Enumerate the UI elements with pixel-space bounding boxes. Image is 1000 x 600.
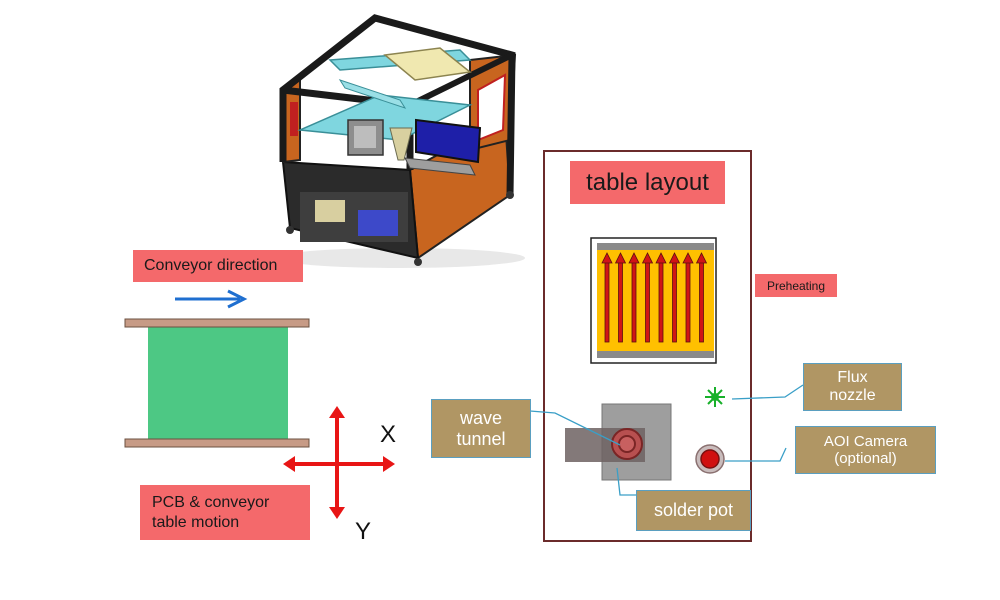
leader-lines <box>529 384 804 496</box>
aoi-line1: AOI Camera <box>823 432 908 450</box>
xy-axes <box>283 406 395 519</box>
wave-line1: wave <box>459 407 503 428</box>
flux-line2: nozzle <box>829 387 876 404</box>
preheater <box>590 237 717 364</box>
heater-arrow-shaft <box>618 261 623 343</box>
heater-arrow-head <box>641 252 654 264</box>
solder-pot-text: solder pot <box>653 500 734 521</box>
aoi-camera-icon <box>695 444 725 474</box>
table-layout-title: table layout <box>570 161 725 204</box>
conveyor-direction-label: Conveyor direction <box>133 250 303 282</box>
pcb-conveyor <box>124 318 310 448</box>
heater-arrow-shaft <box>604 261 610 343</box>
flux-line1: Flux <box>837 368 868 386</box>
heater-arrow-head <box>668 252 681 264</box>
conveyor-rail-top <box>124 318 310 328</box>
preheating-label: Preheating <box>755 274 837 297</box>
heater-arrow-shaft <box>658 261 664 343</box>
heater-arrow-head <box>601 252 613 264</box>
machine-illustration <box>275 14 525 268</box>
wave-tunnel-label: wave tunnel <box>431 399 531 458</box>
wave-line2: tunnel <box>456 428 506 449</box>
table-layout-text: table layout <box>586 168 709 196</box>
solder-pot-label: solder pot <box>636 490 751 531</box>
heater-arrow-shaft <box>672 261 677 343</box>
heater-arrow-shaft <box>631 261 637 343</box>
pcb-motion-label: PCB & conveyor table motion <box>140 485 310 540</box>
heater-arrow-head <box>695 252 708 264</box>
heater-arrow-head <box>655 252 667 264</box>
heater-arrow-head <box>614 252 627 264</box>
flux-icon <box>705 387 725 407</box>
conveyor-rail-bottom <box>124 438 310 448</box>
aoi-camera-label: AOI Camera (optional) <box>795 426 936 474</box>
conveyor-direction-text: Conveyor direction <box>144 257 278 274</box>
axis-x-label: X <box>380 421 397 448</box>
heater-arrow-shaft <box>699 261 704 343</box>
preheating-text: Preheating <box>766 278 826 293</box>
flux-nozzle-label: Flux nozzle <box>803 363 902 411</box>
conveyor-direction-arrow <box>175 289 248 309</box>
heater-arrow-head <box>682 252 694 264</box>
aoi-line2: (optional) <box>834 450 897 467</box>
axis-y-label: Y <box>355 518 372 545</box>
pcb-motion-line1: PCB & conveyor <box>152 493 270 511</box>
heater-arrow-shaft <box>645 261 650 343</box>
heater-arrow-shaft <box>685 261 691 343</box>
heater-arrow-head <box>628 252 640 264</box>
pcb-motion-line2: table motion <box>152 513 240 531</box>
